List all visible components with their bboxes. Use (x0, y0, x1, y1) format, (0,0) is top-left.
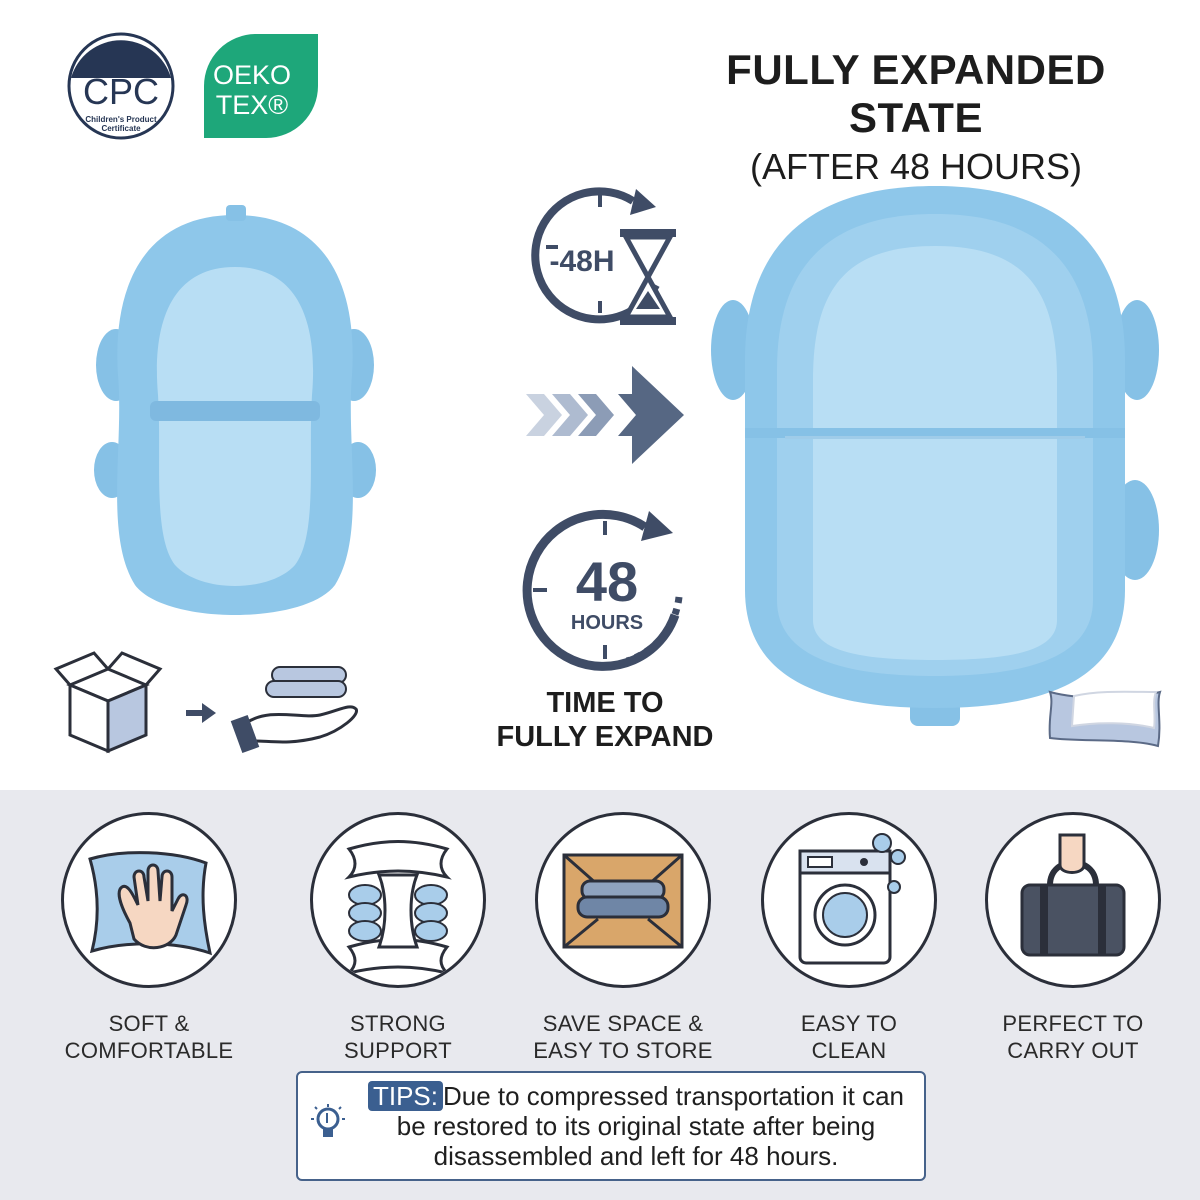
hourglass-timer-icon: -48H (531, 187, 676, 325)
expand-label-line1: TIME TO (546, 687, 664, 719)
tips-box: TIPS:Due to compressed transportation it… (296, 1071, 926, 1181)
hourglass-label: -48H (549, 245, 614, 278)
box-unpack-icon (53, 651, 358, 754)
oeko-tex-badge: OEKO TEX® (204, 34, 318, 138)
feature-soft-comfortable: SOFT & COMFORTABLE (34, 812, 264, 1064)
feature-1-line2: COMFORTABLE (64, 1038, 234, 1063)
feature-5-line1: PERFECT TO (1002, 1011, 1144, 1036)
pillow-icon (1048, 690, 1162, 748)
feature-3-line1: SAVE SPACE & (542, 1011, 704, 1036)
tips-tag: TIPS: (367, 1081, 443, 1111)
page-title: FULLY EXPANDED STATE (726, 46, 1106, 141)
48-hours-clock-icon: 48 HOURS (522, 509, 683, 671)
header-title-block: FULLY EXPANDED STATE (AFTER 48 HOURS) (656, 46, 1176, 188)
feature-4-line1: EASY TO (800, 1011, 898, 1036)
expanded-bed-image (711, 186, 1159, 726)
feature-3-line2: EASY TO STORE (533, 1038, 713, 1063)
oeko-line1: OEKO (213, 60, 291, 90)
carry-bag-icon (1020, 833, 1126, 957)
expand-time-label: TIME TO FULLY EXPAND (470, 686, 740, 754)
page-subtitle: (AFTER 48 HOURS) (749, 146, 1083, 187)
hours-number: 48 (576, 550, 638, 613)
soft-fabric-hand-icon (88, 851, 213, 956)
feature-easy-clean: EASY TO CLEAN (734, 812, 964, 1064)
feature-5-line2: CARRY OUT (1007, 1038, 1139, 1063)
feature-2-line2: SUPPORT (343, 1038, 453, 1063)
washing-machine-icon (798, 833, 906, 965)
feature-2-circle (310, 812, 486, 988)
feature-2-line1: STRONG (350, 1011, 446, 1036)
cpc-title: CPC (83, 71, 159, 112)
expand-label-line2: FULLY EXPAND (496, 721, 714, 753)
feature-strong-support: STRONG SUPPORT (283, 812, 513, 1064)
cpc-certificate-badge: CPC Children's Product Certificate (67, 32, 175, 140)
feature-save-space: SAVE SPACE & EASY TO STORE (508, 812, 738, 1064)
cpc-subtitle-2: Certificate (101, 124, 141, 133)
feature-carry-out: PERFECT TO CARRY OUT (958, 812, 1188, 1064)
storage-box-icon (562, 853, 684, 949)
feature-4-line2: CLEAN (811, 1038, 887, 1063)
feature-1-circle (61, 812, 237, 988)
feature-3-circle (535, 812, 711, 988)
lightbulb-icon (311, 1104, 345, 1137)
feature-4-circle (761, 812, 937, 988)
oeko-line2: TEX® (216, 90, 289, 120)
expand-arrow-icon (526, 366, 684, 464)
support-cushion-icon (344, 840, 452, 976)
hours-unit: HOURS (571, 612, 643, 634)
compressed-bed-image (94, 205, 376, 615)
feature-1-line1: SOFT & (108, 1011, 190, 1036)
tips-text-block: TIPS:Due to compressed transportation it… (356, 1081, 916, 1171)
feature-5-circle (985, 812, 1161, 988)
tips-text: Due to compressed transportation it can … (396, 1081, 905, 1171)
cpc-subtitle-1: Children's Product (85, 115, 157, 124)
